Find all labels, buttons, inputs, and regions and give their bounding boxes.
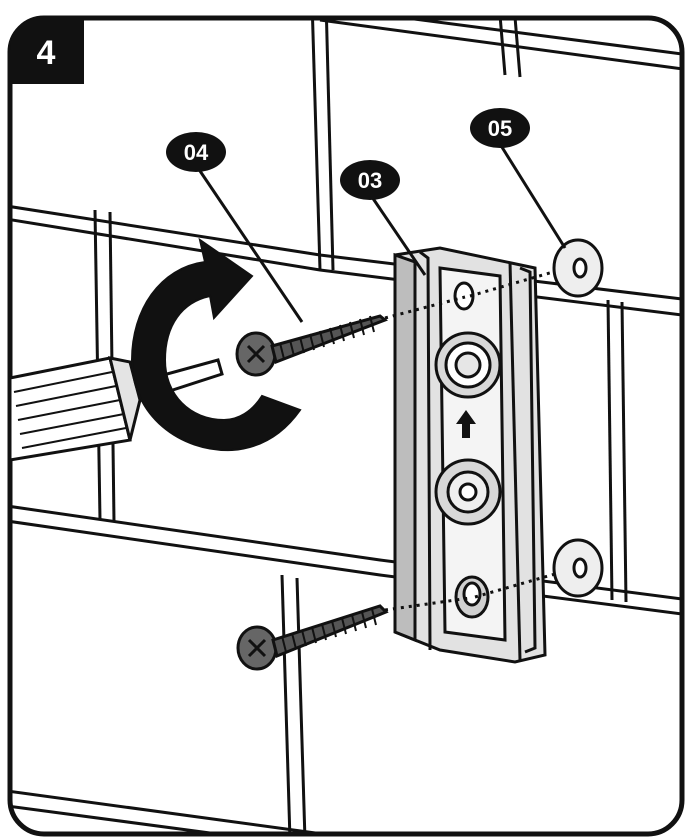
mounting-bracket <box>393 246 547 664</box>
callout-bracket-label: 03 <box>358 168 382 193</box>
washer-lower <box>552 538 604 598</box>
callout-washer: 05 <box>470 108 567 249</box>
callout-screw: 04 <box>166 132 304 323</box>
alignment-guides <box>384 268 563 612</box>
callout-washer-label: 05 <box>488 116 512 141</box>
callout-bracket: 03 <box>340 160 427 276</box>
step-badge: 4 <box>10 18 84 84</box>
up-arrow-icon <box>456 410 476 438</box>
screw-lower <box>236 604 389 671</box>
screw-upper <box>235 314 388 377</box>
rotation-arrow-icon <box>130 237 302 452</box>
callout-screw-label: 04 <box>184 140 209 165</box>
washer-upper <box>552 238 604 298</box>
step-number: 4 <box>37 34 56 72</box>
